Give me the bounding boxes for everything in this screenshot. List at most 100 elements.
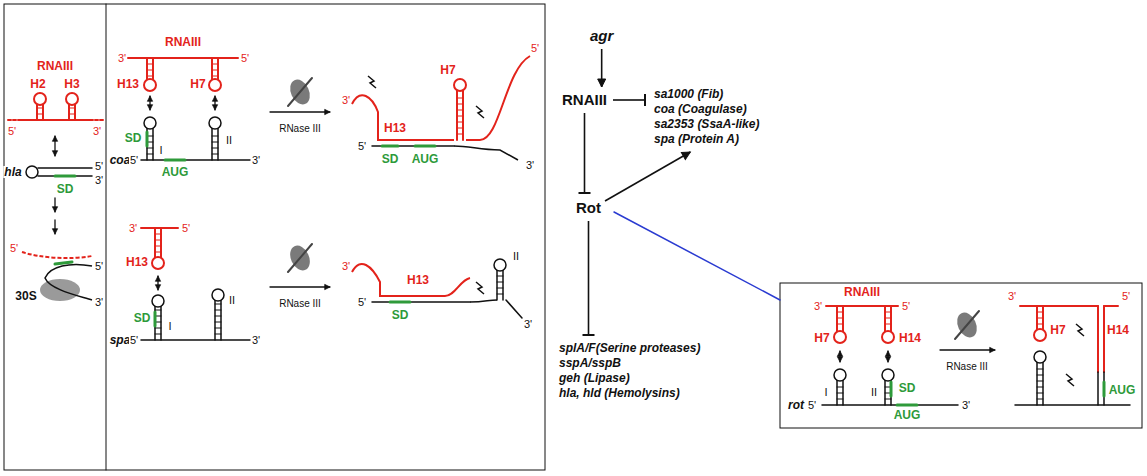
strand-end-label: 3' [251, 335, 261, 346]
strand [1097, 306, 1099, 372]
node-text: sa1000 (Fib) [654, 87, 759, 102]
strand [372, 145, 454, 147]
strand-end-label: 5' [357, 297, 367, 308]
illustration [4, 4, 1142, 470]
node-text: hla, hld (Hemolysins) [559, 386, 700, 401]
cleavage-mark [368, 76, 376, 88]
regulator-node: Rot [574, 198, 603, 218]
regulator-node: agr [588, 26, 615, 46]
strand [1103, 372, 1105, 405]
strand-end-label: 5' [181, 223, 191, 234]
hairpin-stem [36, 104, 38, 120]
structure-label: H13 [383, 122, 407, 134]
node-text: spa (Protein A) [654, 132, 759, 147]
base-pair [885, 324, 891, 325]
base-pair [457, 134, 463, 135]
sd-sequence [890, 382, 893, 396]
structure-label: RNAIII [164, 36, 202, 48]
hairpin-loop [1034, 351, 1046, 363]
strand-end-label: 3' [525, 160, 535, 171]
base-pair [155, 310, 161, 311]
hairpin-loop [209, 79, 221, 91]
structure-label: AUG [161, 166, 190, 178]
gene-list: sa1000 (Fib)coa (Coagulase)sa2353 (SsaA-… [652, 86, 761, 148]
enzyme-label: RNase III [278, 299, 322, 309]
activation-arrow [605, 152, 690, 201]
node-text: splA/F(Serine proteases) [559, 341, 700, 356]
inhibition-connector [584, 113, 586, 193]
base-pair [497, 294, 503, 295]
strand [38, 175, 92, 177]
base-pair [155, 328, 161, 329]
hairpin-loop [144, 79, 156, 91]
regulator-node: RNAIII [560, 90, 609, 110]
base-pair [885, 318, 891, 319]
structure-label: H7 [1049, 324, 1066, 336]
base-pair [837, 324, 843, 325]
strand-end-label: 3' [341, 261, 351, 272]
base-pair [215, 316, 221, 317]
strand-end-label: II [512, 251, 520, 262]
hairpin-stem [152, 128, 154, 160]
process-arrow [157, 276, 158, 290]
structure-label: SD [381, 153, 400, 165]
hairpin-stem [74, 104, 76, 120]
base-pair [1037, 393, 1043, 394]
structure-label: H7 [189, 78, 206, 90]
base-pair [837, 312, 843, 313]
base-pair [215, 328, 221, 329]
sd-sequence [146, 132, 149, 146]
base-pair [155, 252, 161, 253]
strand [454, 146, 518, 160]
hairpin-stem [836, 306, 838, 332]
start-codon [1103, 382, 1106, 396]
structure-label: H2 [29, 78, 46, 90]
structure-label: H14 [898, 332, 922, 344]
strand [466, 56, 530, 140]
strand [1015, 404, 1130, 406]
base-pair [212, 136, 218, 137]
base-pair [457, 110, 463, 111]
base-pair [1037, 399, 1043, 400]
strand [352, 95, 454, 140]
strand-end-label: II [228, 295, 236, 306]
process-arrow [214, 96, 215, 110]
strand-end-label: 3' [1007, 291, 1017, 302]
hairpin-loop [66, 93, 78, 105]
base-pair [155, 246, 161, 247]
base-pair [215, 310, 221, 311]
hairpin-stem [152, 58, 154, 80]
sd-sequence [390, 301, 410, 304]
base-pair [1037, 324, 1043, 325]
start-codon [415, 145, 435, 148]
hairpin-loop [494, 259, 506, 271]
structure-label: AUG [1108, 384, 1137, 396]
base-pair [837, 387, 843, 388]
strand-end-label: 3' [117, 53, 127, 64]
base-pair [147, 154, 153, 155]
base-pair [457, 128, 463, 129]
strand [38, 167, 92, 169]
strand-end-label: 3' [94, 297, 104, 308]
base-pair [212, 154, 218, 155]
base-pair [457, 104, 463, 105]
hairpin-loop [212, 289, 224, 301]
base-pair [497, 288, 503, 289]
structure-label: AUG [411, 153, 440, 165]
base-pair [37, 108, 43, 109]
base-pair [1037, 387, 1043, 388]
structure-label: RNAIII [36, 60, 74, 72]
process-arrow [149, 96, 150, 110]
strand-end-label: 3' [128, 223, 138, 234]
strand [22, 252, 92, 258]
structure-label: SD [124, 132, 143, 144]
base-pair [212, 64, 218, 65]
strand [1097, 372, 1099, 405]
strand-end-label: 3' [251, 155, 261, 166]
strand-end-label: 3' [94, 175, 104, 186]
start-codon [165, 159, 185, 162]
strand-end-label: 5' [901, 301, 911, 312]
structure-label: RNAIII [843, 286, 881, 298]
strand-end-label: II [870, 387, 878, 398]
strand-end-label: 3' [92, 126, 102, 137]
